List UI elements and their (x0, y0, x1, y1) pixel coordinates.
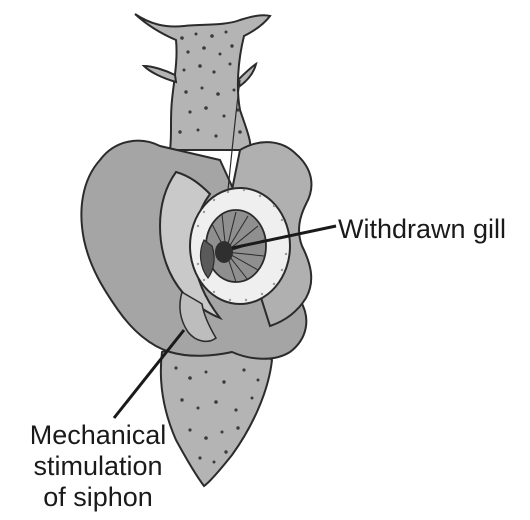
gill-base (215, 241, 233, 263)
right-tentacle (238, 64, 256, 86)
mechanical-stimulation-label: Mechanical stimulation of siphon (8, 420, 188, 513)
left-tentacle (144, 66, 176, 82)
stimulation-label-line-1: Mechanical (8, 420, 188, 451)
stimulation-label-line-2: stimulation (8, 451, 188, 482)
withdrawn-gill-label: Withdrawn gill (338, 214, 506, 245)
stimulation-label-line-3: of siphon (8, 482, 188, 513)
head (135, 14, 270, 150)
